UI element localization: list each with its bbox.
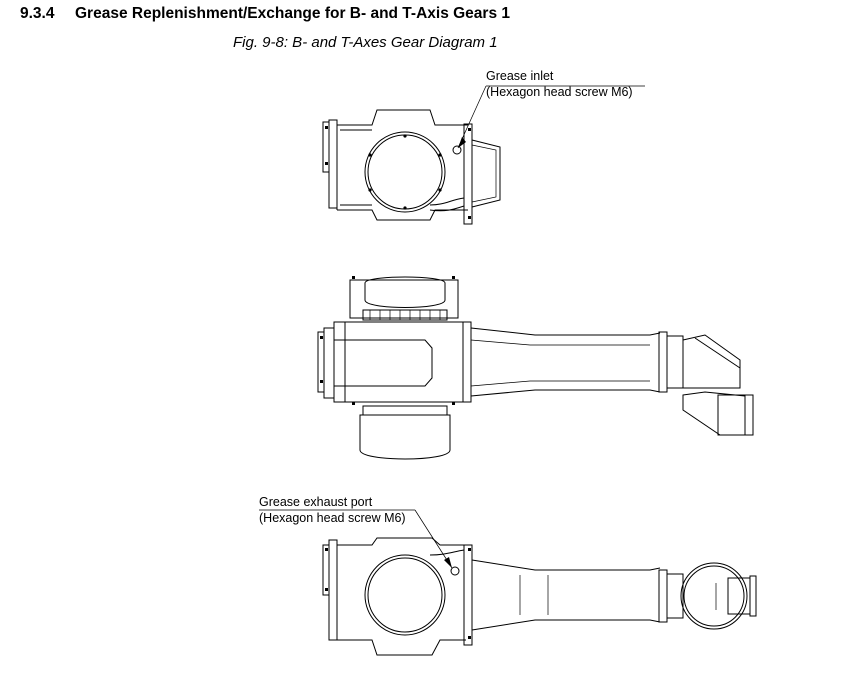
- section-number: 9.3.4: [20, 5, 55, 22]
- grease-exhaust-callout: Grease exhaust port (Hexagon head screw …: [259, 494, 406, 526]
- figure-caption: Fig. 9-8: B- and T-Axes Gear Diagram 1: [233, 34, 498, 51]
- grease-inlet-label: Grease inlet: [486, 69, 554, 83]
- top-view: [322, 85, 645, 225]
- section-title: Grease Replenishment/Exchange for B- and…: [75, 5, 511, 22]
- bottom-view: [259, 509, 757, 656]
- grease-exhaust-screw-label: (Hexagon head screw M6): [259, 511, 406, 525]
- grease-inlet-screw-label: (Hexagon head screw M6): [486, 85, 633, 99]
- middle-view: [317, 276, 754, 460]
- grease-inlet-callout: Grease inlet (Hexagon head screw M6): [486, 68, 633, 100]
- section-heading: 9.3.4 Grease Replenishment/Exchange for B…: [20, 5, 510, 23]
- grease-exhaust-label: Grease exhaust port: [259, 495, 373, 509]
